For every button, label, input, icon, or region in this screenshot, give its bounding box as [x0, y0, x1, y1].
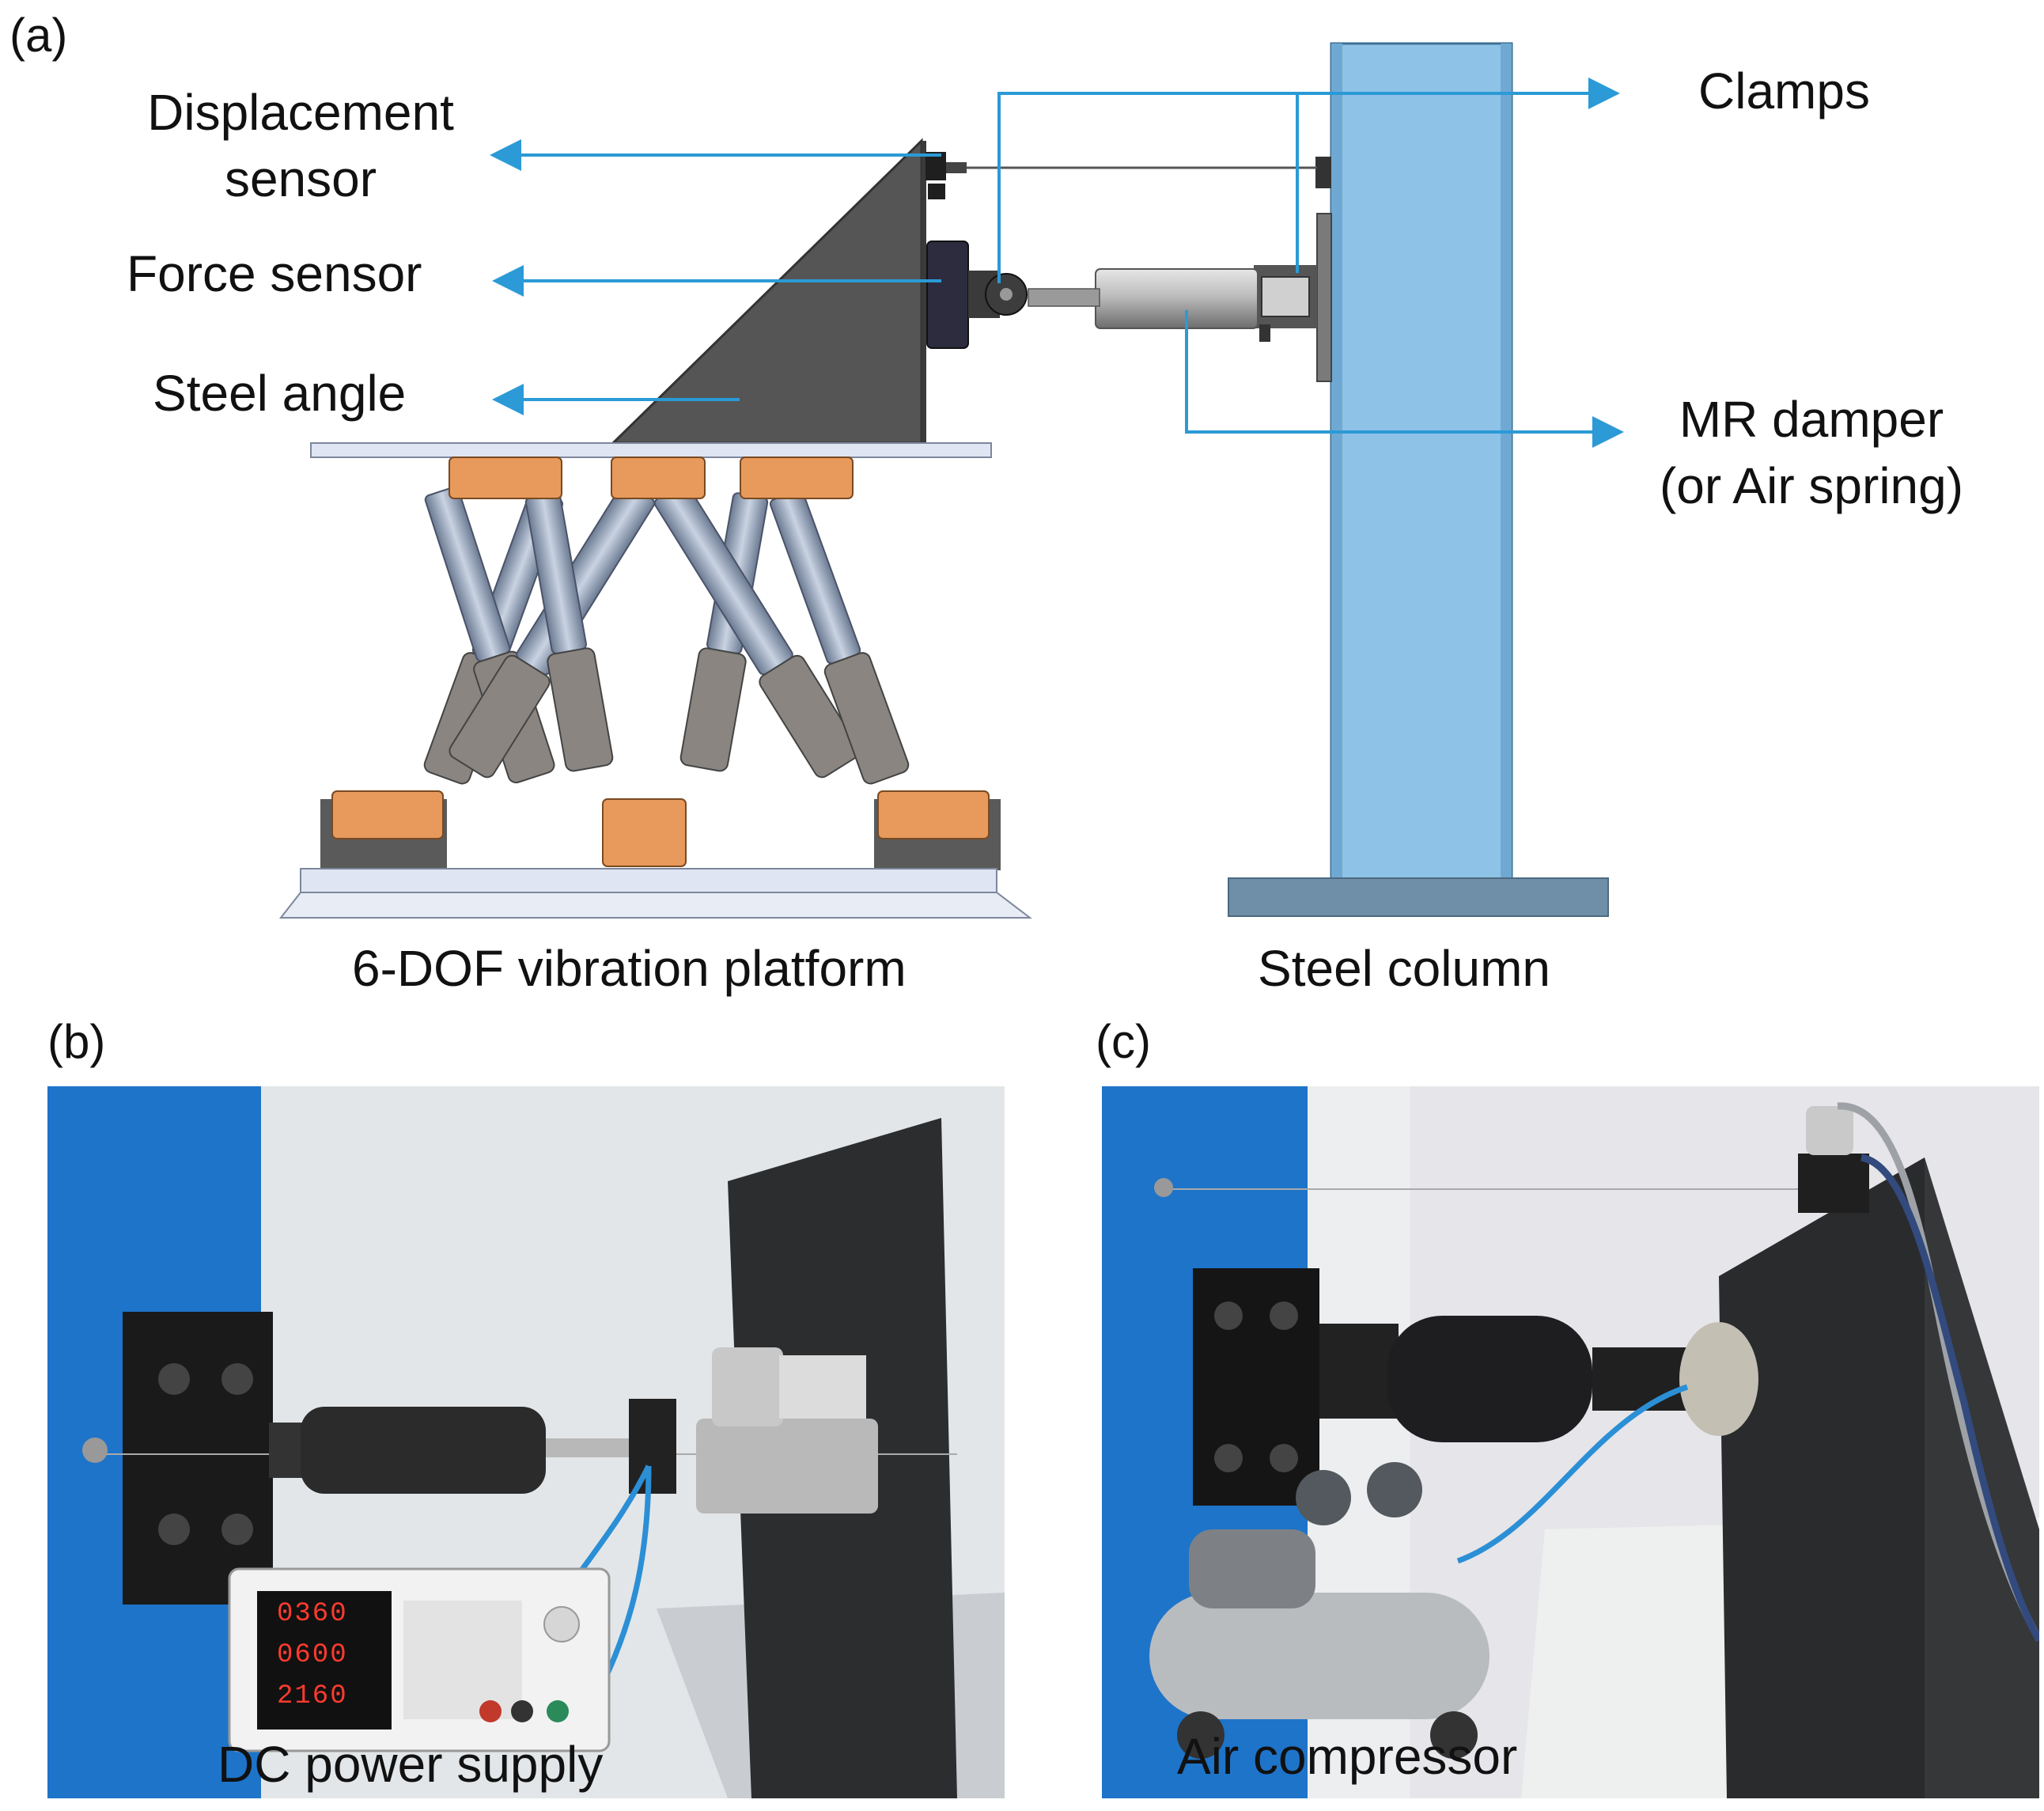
displacement-sensor: [925, 152, 1317, 199]
label-steel-column: Steel column: [1258, 940, 1550, 997]
platform-base: [278, 868, 1032, 919]
panel-a-diagram: [278, 42, 1624, 919]
photo-mr-damper-setup: 0360 0600 2160 DC power supply: [47, 1086, 1005, 1798]
label-mr-damper: MR damper (or Air spring): [1622, 386, 2001, 519]
steel-angle: [610, 138, 926, 445]
psu-current-readout: 0600: [277, 1640, 348, 1670]
label-mr-damper-line2: (or Air spring): [1659, 457, 1964, 514]
force-sensor: [926, 241, 1028, 349]
label-displacement-sensor: Displacement sensor: [127, 79, 475, 212]
platform-actuators: [423, 482, 910, 785]
lower-joints: [320, 790, 1001, 870]
label-displacement-sensor-line1: Displacement: [147, 84, 454, 141]
photo-air-spring-setup: Air compressor: [1102, 1086, 2039, 1798]
photo-b-illustration: [47, 1086, 1005, 1798]
photo-c-illustration: [1102, 1086, 2039, 1798]
psu-voltage-readout: 0360: [277, 1599, 348, 1629]
label-dc-power-supply: DC power supply: [218, 1736, 604, 1793]
label-steel-angle: Steel angle: [153, 365, 407, 422]
panel-c-letter: (c): [1096, 1015, 1151, 1068]
platform-top-plate: [310, 442, 992, 458]
panel-a-letter: (a): [9, 9, 68, 62]
label-clamps: Clamps: [1698, 63, 1870, 119]
label-platform: 6-DOF vibration platform: [352, 940, 907, 997]
steel-column: [1228, 42, 1609, 917]
clamp-plates: [1254, 157, 1332, 382]
label-displacement-sensor-line2: sensor: [224, 150, 377, 207]
upper-joints: [449, 457, 854, 499]
label-air-compressor: Air compressor: [1177, 1728, 1518, 1785]
mr-damper: [1028, 268, 1259, 329]
panel-b-letter: (b): [47, 1015, 106, 1068]
psu-power-readout: 2160: [277, 1681, 348, 1711]
label-force-sensor: Force sensor: [127, 245, 422, 302]
label-mr-damper-line1: MR damper: [1679, 391, 1944, 448]
annotation-arrows: [490, 78, 1624, 448]
